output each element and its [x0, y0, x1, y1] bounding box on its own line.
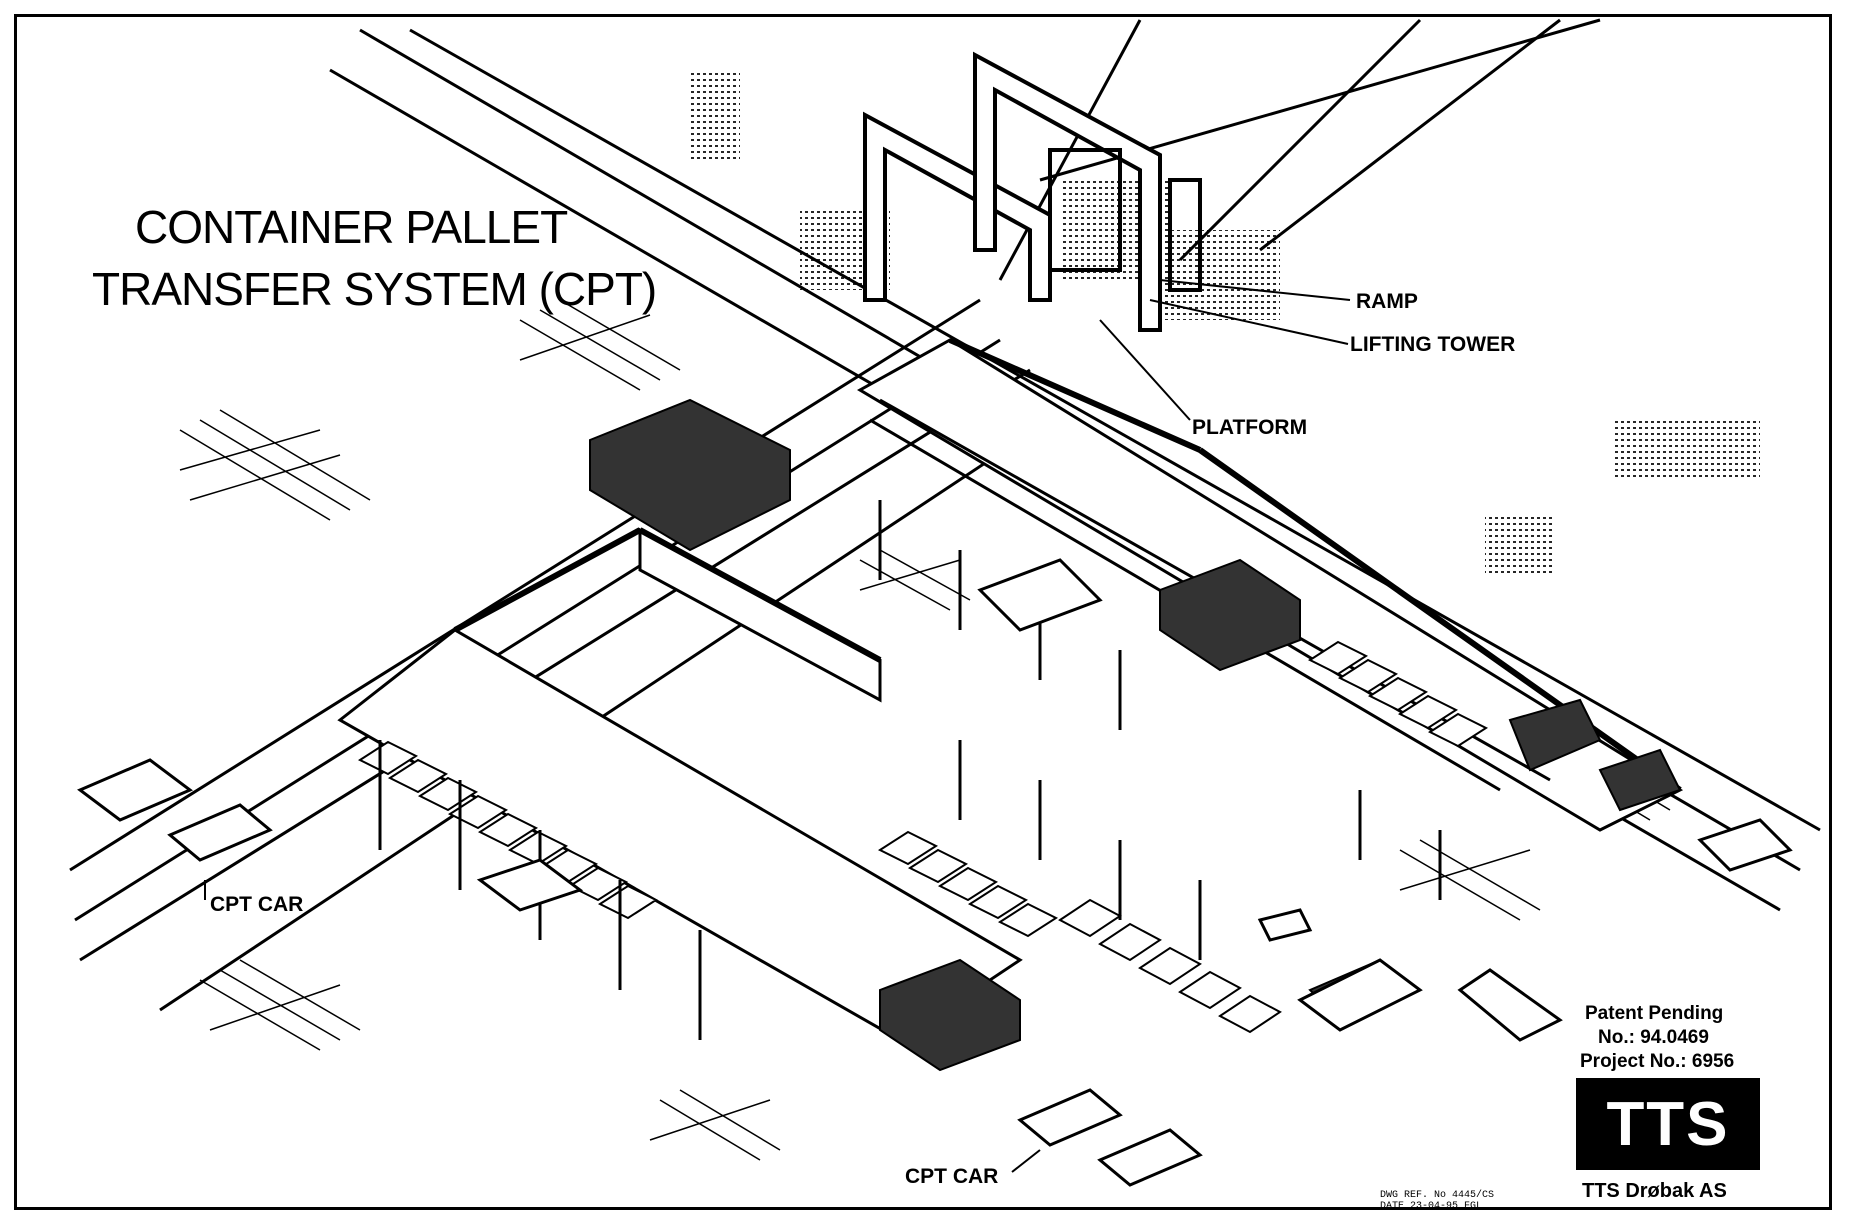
- hatch-patches: [179, 299, 1671, 1161]
- trucks: [476, 558, 1563, 1042]
- leader-lines: [204, 279, 1351, 1173]
- tts-logo: TTS: [1576, 1078, 1760, 1170]
- drawing-ref-line-1: DWG REF. No 4445/CS: [1380, 1190, 1495, 1201]
- label-platform: PLATFORM: [1192, 416, 1308, 439]
- company-name: TTS Drøbak AS: [1582, 1180, 1727, 1202]
- label-lifting-tower: LIFTING TOWER: [1350, 333, 1516, 356]
- project-number: Project No.: 6956: [1580, 1051, 1735, 1072]
- patent-number: No.: 94.0469: [1598, 1027, 1709, 1048]
- label-cpt-car-bottom: CPT CAR: [905, 1165, 999, 1188]
- label-ramp: RAMP: [1356, 290, 1418, 313]
- shadow-patches: [690, 70, 1760, 575]
- drawing-reference: DWG REF. No 4445/CS DATE 23-04-95 FGL: [1380, 1190, 1494, 1212]
- support-columns: [378, 500, 1442, 1040]
- patent-pending-text: Patent Pending: [1585, 1003, 1724, 1024]
- drawing-ref-line-2: DATE 23-04-95 FGL: [1380, 1201, 1483, 1212]
- diagram-title-line-2: TRANSFER SYSTEM (CPT): [92, 263, 657, 315]
- drawing-frame: [14, 14, 1832, 1210]
- diagram-title-line-1: CONTAINER PALLET: [135, 201, 568, 253]
- label-cpt-car-left: CPT CAR: [210, 893, 304, 916]
- cpt-cars: [77, 758, 1793, 1187]
- lifting-towers: [863, 51, 1202, 332]
